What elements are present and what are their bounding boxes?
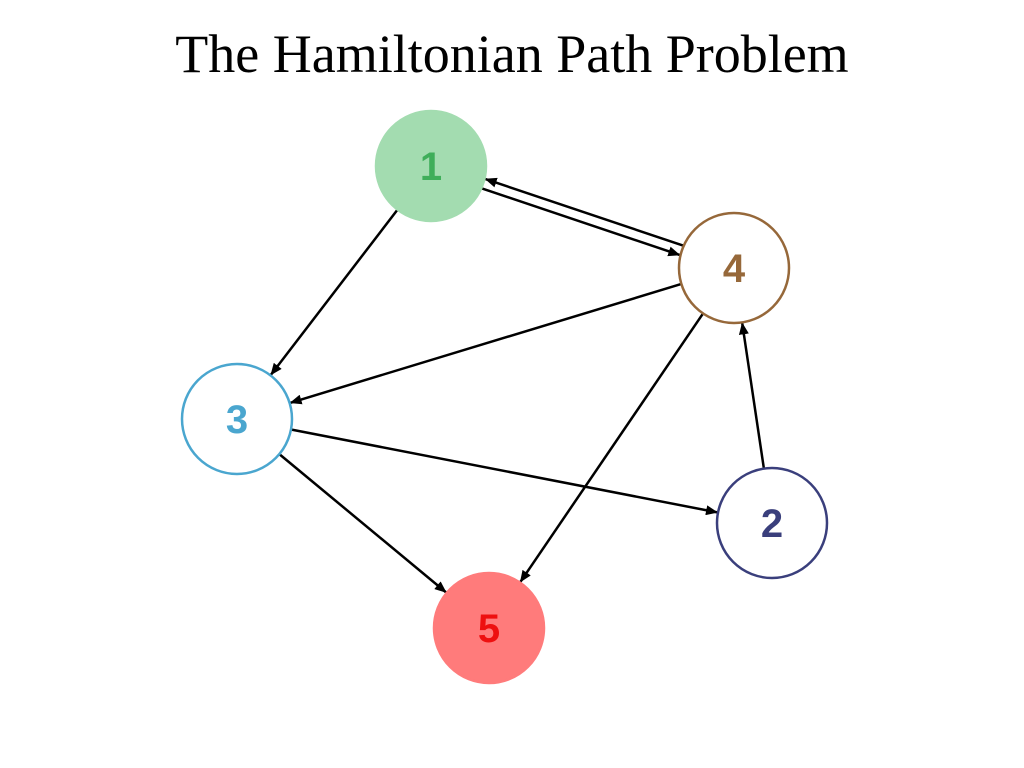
node-5: 5 [432, 571, 546, 685]
edge-3-to-5 [278, 453, 448, 594]
edge-4-to-1 [484, 177, 684, 247]
node-label-3: 3 [226, 398, 248, 442]
node-circle-2 [715, 466, 829, 580]
node-circle-5 [432, 571, 546, 685]
node-label-5: 5 [478, 607, 500, 651]
node-circle-3 [180, 362, 294, 476]
edges [269, 177, 766, 594]
node-label-4: 4 [723, 247, 746, 291]
nodes: 1 4 3 2 5 [180, 109, 829, 685]
node-2: 2 [715, 466, 829, 580]
node-circle-1 [374, 109, 488, 223]
node-circle-4 [677, 211, 791, 325]
page-title: The Hamiltonian Path Problem [175, 24, 849, 84]
edge-4-to-3 [289, 282, 682, 405]
node-3: 3 [180, 362, 294, 476]
node-4: 4 [677, 211, 791, 325]
edge-4-to-5 [518, 312, 705, 584]
edge-1-to-3 [269, 208, 399, 377]
edge-1-to-4 [481, 187, 681, 257]
edge-3-to-2 [290, 428, 719, 516]
node-label-2: 2 [761, 502, 783, 546]
node-label-1: 1 [420, 145, 442, 189]
edge-2-to-4 [738, 322, 766, 469]
node-1: 1 [374, 109, 488, 223]
